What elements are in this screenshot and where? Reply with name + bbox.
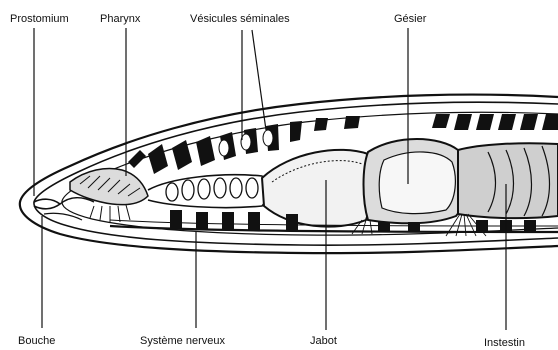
label-gesier: Gésier <box>394 13 427 25</box>
label-prostomium: Prostomium <box>10 13 69 25</box>
crop-jabot <box>262 150 371 227</box>
label-jabot: Jabot <box>310 335 337 347</box>
label-vesicules-seminales: Vésicules séminales <box>190 13 290 25</box>
gizzard-gesier <box>364 139 467 223</box>
pharynx <box>70 169 148 223</box>
label-systeme-nerveux: Système nerveux <box>140 335 225 347</box>
label-intestin: Instestin <box>484 337 525 349</box>
label-bouche: Bouche <box>18 335 55 347</box>
oesophagus <box>148 175 268 208</box>
intestine <box>458 143 558 218</box>
label-pharynx: Pharynx <box>100 13 141 25</box>
